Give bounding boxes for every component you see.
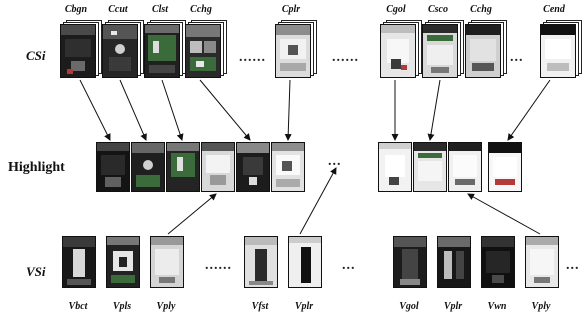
arrow-cs-to-highlight xyxy=(162,80,182,140)
cs-caption: Cchg xyxy=(179,4,223,15)
cs-ellipsis-left: ...... xyxy=(239,50,266,66)
vs-caption: Vwn xyxy=(475,301,519,312)
cs-caption: Csco xyxy=(416,4,460,15)
cs-caption: Cplr xyxy=(269,4,313,15)
cs-shot-stack xyxy=(380,24,416,78)
vs-frame xyxy=(481,236,515,288)
cs-shot-stack xyxy=(422,24,458,78)
cs-caption: Cbgn xyxy=(54,4,98,15)
vs-ellipsis-mid: ... xyxy=(342,258,356,274)
cs-ellipsis-right: ... xyxy=(510,50,524,66)
highlight-row-label: Highlight xyxy=(8,160,65,176)
arrow-cs-to-highlight xyxy=(430,80,440,140)
vs-frame xyxy=(525,236,559,288)
cs-caption: Cchg xyxy=(459,4,503,15)
cs-shot-stack xyxy=(144,24,180,78)
vs-caption: Vbct xyxy=(56,301,100,312)
cs-caption: Ccut xyxy=(96,4,140,15)
arrow-cs-to-highlight xyxy=(200,80,250,140)
vs-frame xyxy=(393,236,427,288)
arrow-vs-to-highlight xyxy=(300,168,336,234)
vs-ellipsis-left: ...... xyxy=(205,258,232,274)
vs-frame xyxy=(150,236,184,288)
vs-caption: Vplr xyxy=(431,301,475,312)
highlight-frame xyxy=(448,142,482,192)
vs-caption: Vfst xyxy=(238,301,282,312)
cs-shot-stack xyxy=(185,24,221,78)
cs-shot-stack xyxy=(540,24,576,78)
highlight-frame xyxy=(131,142,165,192)
highlight-frame xyxy=(488,142,522,192)
arrow-vs-to-highlight xyxy=(168,194,216,234)
highlight-frame xyxy=(236,142,270,192)
arrow-cs-to-highlight xyxy=(508,80,550,140)
cs-caption: Clst xyxy=(138,4,182,15)
highlight-frame xyxy=(378,142,412,192)
vs-caption: Vpls xyxy=(100,301,144,312)
vs-caption: Vply xyxy=(144,301,188,312)
highlight-frame xyxy=(96,142,130,192)
highlight-ellipsis: ... xyxy=(328,154,342,170)
cs-shot-stack xyxy=(465,24,501,78)
cs-caption: Cend xyxy=(532,4,576,15)
cs-shot-stack xyxy=(275,24,311,78)
vs-frame xyxy=(244,236,278,288)
arrow-cs-to-highlight xyxy=(80,80,110,140)
cs-row-label: CSi xyxy=(26,48,46,64)
highlight-frame xyxy=(201,142,235,192)
arrow-vs-to-highlight xyxy=(468,194,540,234)
highlight-frame xyxy=(166,142,200,192)
cs-ellipsis-mid: ...... xyxy=(332,50,359,66)
highlight-frame xyxy=(271,142,305,192)
vs-frame xyxy=(437,236,471,288)
vs-frame xyxy=(106,236,140,288)
cs-shot-stack xyxy=(102,24,138,78)
highlight-frame xyxy=(413,142,447,192)
vs-row-label: VSi xyxy=(26,264,46,280)
vs-caption: Vgol xyxy=(387,301,431,312)
vs-caption: Vplr xyxy=(282,301,326,312)
vs-frame xyxy=(62,236,96,288)
vs-caption: Vply xyxy=(519,301,563,312)
cs-caption: Cgol xyxy=(374,4,418,15)
cs-shot-stack xyxy=(60,24,96,78)
vs-frame xyxy=(288,236,322,288)
arrow-cs-to-highlight xyxy=(288,80,290,140)
vs-ellipsis-right: ... xyxy=(566,258,580,274)
arrow-cs-to-highlight xyxy=(120,80,146,140)
